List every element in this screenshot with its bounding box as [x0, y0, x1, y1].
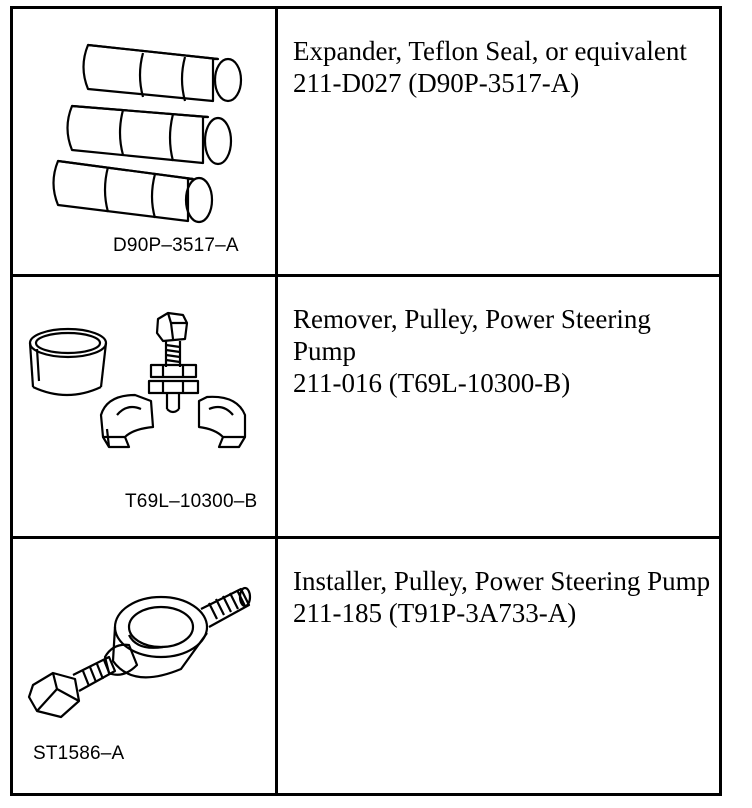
expander-cones-icon — [52, 43, 243, 224]
tool-description-cell: Remover, Pulley, Power Steering Pump 211… — [293, 303, 718, 399]
tool-number: 211-185 (T91P-3A733-A) — [293, 598, 577, 628]
tool-number: 211-016 (T69L-10300-B) — [293, 368, 571, 398]
tool-description: Remover, Pulley, Power Steering Pump — [293, 304, 651, 366]
illustration-code: ST1586–A — [33, 743, 125, 764]
tool-row: T69L–10300–B Remover, Pulley, Power Stee… — [13, 277, 719, 539]
tool-description: Expander, Teflon Seal, or equivalent — [293, 36, 687, 66]
tool-row: ST1586–A Installer, Pulley, Power Steeri… — [13, 539, 719, 793]
tool-description-cell: Expander, Teflon Seal, or equivalent 211… — [293, 35, 718, 99]
tool-description-cell: Installer, Pulley, Power Steering Pump 2… — [293, 565, 718, 629]
illustration-code: T69L–10300–B — [125, 491, 258, 512]
column-divider — [275, 539, 278, 793]
pulley-remover-icon — [28, 311, 247, 449]
tool-number: 211-D027 (D90P-3517-A) — [293, 68, 580, 98]
tool-illustration-cell: ST1586–A — [13, 539, 275, 793]
illustration-code: D90P–3517–A — [113, 235, 239, 256]
tool-row: D90P–3517–A Expander, Teflon Seal, or eq… — [13, 9, 719, 277]
special-tools-table: D90P–3517–A Expander, Teflon Seal, or eq… — [10, 6, 722, 796]
tool-illustration-cell: D90P–3517–A — [13, 9, 275, 274]
column-divider — [275, 277, 278, 536]
pulley-installer-icon — [27, 586, 252, 719]
column-divider — [275, 9, 278, 274]
tool-description: Installer, Pulley, Power Steering Pump — [293, 566, 711, 596]
tool-illustration-cell: T69L–10300–B — [13, 277, 275, 536]
